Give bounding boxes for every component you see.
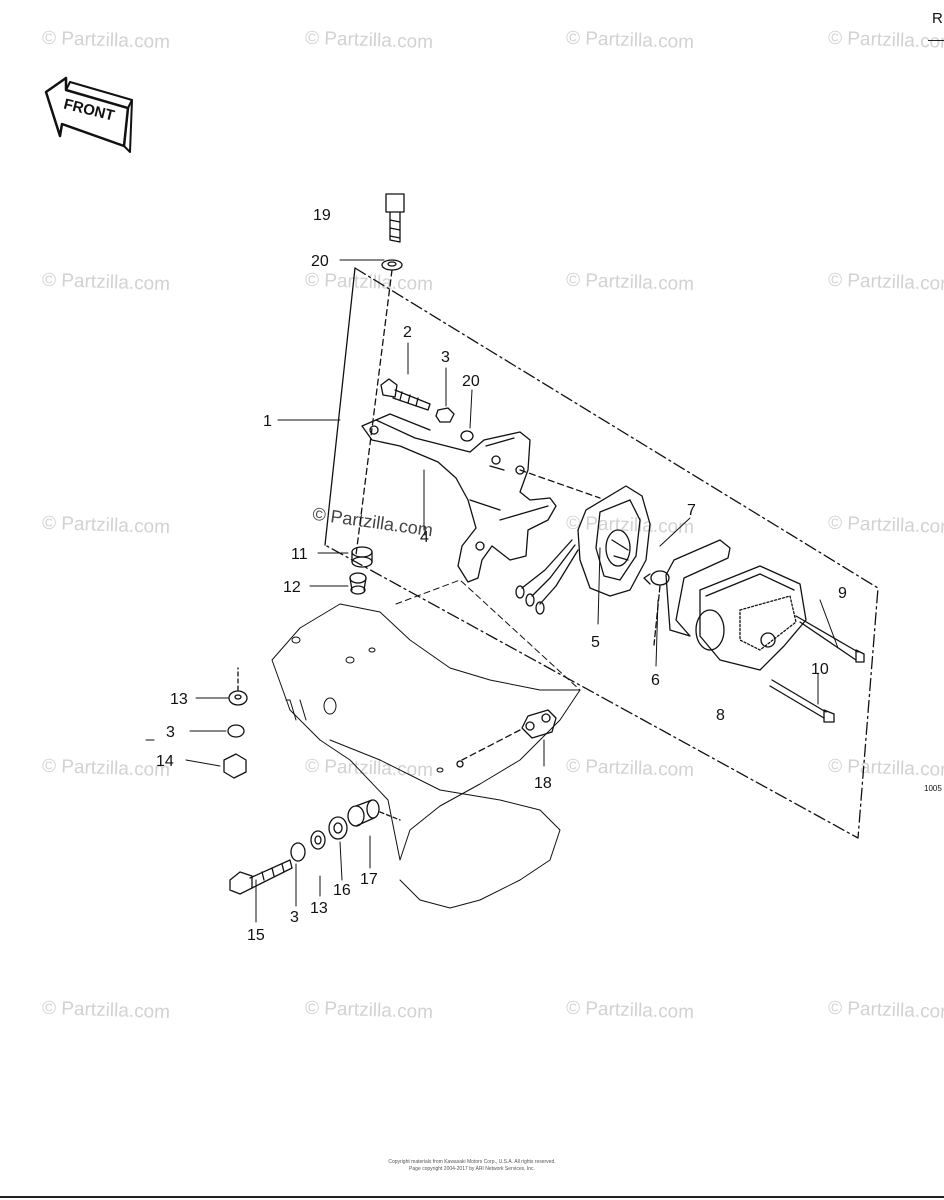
callout-1: 1 xyxy=(263,413,272,430)
copyright-footer: Copyright materials from Kawasaki Motors… xyxy=(0,1159,944,1173)
collar-17 xyxy=(347,799,380,827)
callout-20: 20 xyxy=(311,253,329,270)
bottom-rule xyxy=(0,1196,944,1198)
bracket-4 xyxy=(361,413,601,583)
rear-fender xyxy=(271,579,581,909)
callout-12: 12 xyxy=(283,579,301,596)
nut-3 xyxy=(435,407,455,423)
lens-8 xyxy=(695,565,807,671)
screw-9 xyxy=(795,615,865,663)
corner-rule xyxy=(928,40,944,41)
callout-11: 11 xyxy=(291,546,308,563)
nut-3b xyxy=(227,724,245,738)
bracket-18 xyxy=(456,709,557,768)
callout-14: 14 xyxy=(156,753,174,770)
diagram-code: 1005 xyxy=(924,784,942,793)
washer-13b xyxy=(310,830,326,850)
callout-3: 3 xyxy=(166,724,175,741)
copyright-line-2: Page copyright 2004-2017 by ARI Network … xyxy=(409,1166,535,1172)
callout-15: 15 xyxy=(247,927,265,944)
assembly-outline xyxy=(324,267,879,839)
bolt-19 xyxy=(385,193,405,243)
callout-13: 13 xyxy=(310,900,328,917)
callout-13: 13 xyxy=(170,691,188,708)
copyright-line-1: Copyright materials from Kawasaki Motors… xyxy=(388,1159,556,1165)
bulb-6 xyxy=(643,570,670,646)
bolt-2 xyxy=(380,378,431,411)
spacer-16 xyxy=(328,816,348,840)
callout-19: 19 xyxy=(313,207,331,224)
leader-lines xyxy=(145,259,839,923)
bolt-15 xyxy=(229,859,293,895)
callout-2: 2 xyxy=(403,324,412,341)
gasket-7 xyxy=(665,539,731,637)
washer-3c xyxy=(290,842,306,862)
callout-7: 7 xyxy=(687,502,696,519)
washer-20b xyxy=(460,430,474,442)
callout-10: 10 xyxy=(811,661,829,678)
washer-13a xyxy=(228,690,248,706)
callout-9: 9 xyxy=(838,585,847,602)
callout-3: 3 xyxy=(290,909,299,926)
callout-18: 18 xyxy=(534,775,552,792)
corner-letter: R xyxy=(932,10,943,27)
screw-10 xyxy=(769,679,835,723)
callout-6: 6 xyxy=(651,672,660,689)
spacer-11 xyxy=(351,546,373,568)
callout-8: 8 xyxy=(716,707,725,724)
callout-3: 3 xyxy=(441,349,450,366)
front-arrow-icon: FRONT xyxy=(44,76,133,153)
bushing-12 xyxy=(349,572,367,595)
callout-5: 5 xyxy=(591,634,600,651)
housing-5 xyxy=(577,485,651,597)
callout-17: 17 xyxy=(360,871,378,888)
callout-20: 20 xyxy=(462,373,480,390)
callout-16: 16 xyxy=(333,882,351,899)
nut-14 xyxy=(223,753,247,779)
callout-4: 4 xyxy=(420,529,429,546)
wire-harness xyxy=(515,539,579,615)
assembly-outline-left xyxy=(324,267,356,546)
